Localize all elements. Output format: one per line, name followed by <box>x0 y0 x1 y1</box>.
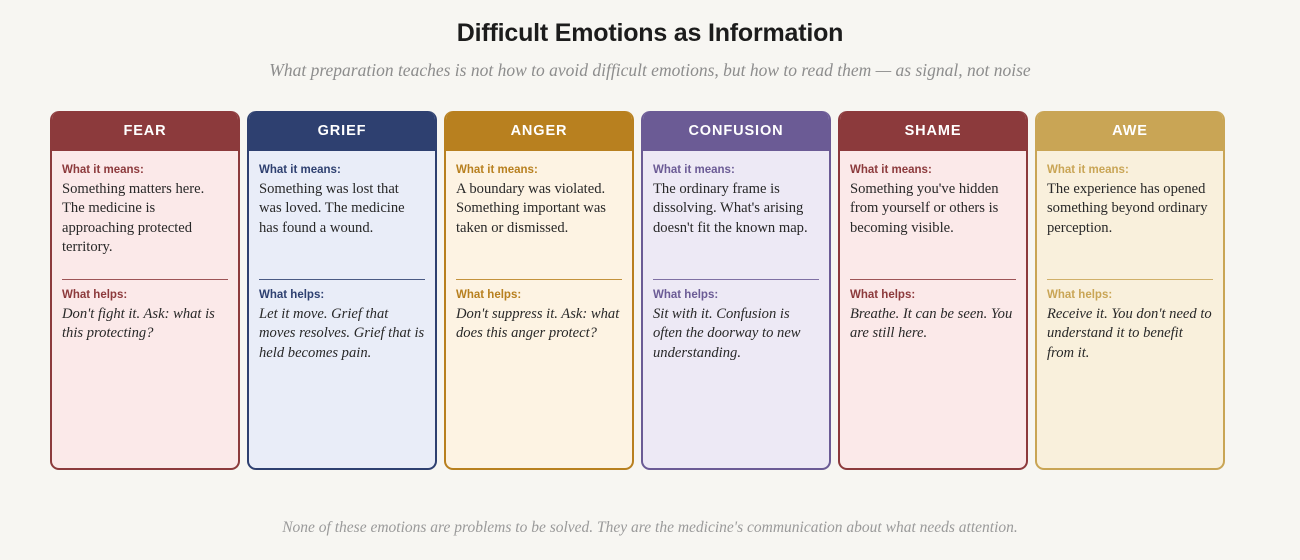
section-divider <box>456 279 622 280</box>
means-block: What it means: Something matters here. T… <box>62 163 228 279</box>
helps-block: What helps: Receive it. You don't need t… <box>1047 288 1213 363</box>
emotion-card-grief: GRIEF What it means: Something was lost … <box>247 111 437 470</box>
card-body: What it means: Something matters here. T… <box>52 151 238 468</box>
emotion-card-awe: AWE What it means: The experience has op… <box>1035 111 1225 470</box>
emotion-card-fear: FEAR What it means: Something matters he… <box>50 111 240 470</box>
footer: None of these emotions are problems to b… <box>0 518 1300 538</box>
emotion-card-shame: SHAME What it means: Something you've hi… <box>838 111 1028 470</box>
means-label: What it means: <box>653 164 735 176</box>
card-header: SHAME <box>840 111 1026 151</box>
means-block: What it means: A boundary was violated. … <box>456 163 622 279</box>
card-title: AWE <box>1112 123 1148 139</box>
section-divider <box>850 279 1016 280</box>
means-block: What it means: Something was lost that w… <box>259 163 425 279</box>
means-block: What it means: The ordinary frame is dis… <box>653 163 819 279</box>
helps-text: Receive it. You don't need to understand… <box>1047 306 1212 361</box>
card-body: What it means: A boundary was violated. … <box>446 151 632 468</box>
card-title: GRIEF <box>317 123 367 139</box>
means-block: What it means: The experience has opened… <box>1047 163 1213 279</box>
helps-block: What helps: Don't fight it. Ask: what is… <box>62 288 228 344</box>
card-body: What it means: The experience has opened… <box>1037 151 1223 468</box>
card-body: What it means: Something was lost that w… <box>249 151 435 468</box>
helps-label: What helps: <box>850 289 916 301</box>
section-divider <box>1047 279 1213 280</box>
card-title: CONFUSION <box>688 123 784 139</box>
card-header: CONFUSION <box>643 111 829 151</box>
means-label: What it means: <box>850 164 932 176</box>
card-body: What it means: The ordinary frame is dis… <box>643 151 829 468</box>
card-header: FEAR <box>52 111 238 151</box>
card-title: ANGER <box>510 123 568 139</box>
helps-label: What helps: <box>1047 289 1113 301</box>
helps-label: What helps: <box>456 289 522 301</box>
emotion-card-confusion: CONFUSION What it means: The ordinary fr… <box>641 111 831 470</box>
section-divider <box>62 279 228 280</box>
means-label: What it means: <box>259 164 341 176</box>
means-label: What it means: <box>456 164 538 176</box>
means-text: Something was lost that was loved. The m… <box>259 181 405 236</box>
footer-text: None of these emotions are problems to b… <box>282 519 1018 536</box>
means-text: Something you've hidden from yourself or… <box>850 181 999 236</box>
helps-label: What helps: <box>653 289 719 301</box>
card-header: AWE <box>1037 111 1223 151</box>
helps-block: What helps: Let it move. Grief that move… <box>259 288 425 363</box>
helps-text: Sit with it. Confusion is often the door… <box>653 306 801 361</box>
helps-text: Don't fight it. Ask: what is this protec… <box>62 306 215 342</box>
section-divider <box>653 279 819 280</box>
card-body: What it means: Something you've hidden f… <box>840 151 1026 468</box>
means-text: Something matters here. The medicine is … <box>62 181 205 255</box>
helps-text: Breathe. It can be seen. You are still h… <box>850 306 1013 342</box>
means-label: What it means: <box>1047 164 1129 176</box>
helps-block: What helps: Breathe. It can be seen. You… <box>850 288 1016 344</box>
means-block: What it means: Something you've hidden f… <box>850 163 1016 279</box>
card-title: SHAME <box>904 123 962 139</box>
means-text: The experience has opened something beyo… <box>1047 181 1208 236</box>
helps-block: What helps: Don't suppress it. Ask: what… <box>456 288 622 344</box>
helps-text: Don't suppress it. Ask: what does this a… <box>456 306 620 342</box>
means-label: What it means: <box>62 164 144 176</box>
helps-text: Let it move. Grief that moves resolves. … <box>259 306 425 361</box>
helps-label: What helps: <box>259 289 325 301</box>
card-title: FEAR <box>123 123 167 139</box>
page-subtitle: What preparation teaches is not how to a… <box>269 60 1031 80</box>
section-divider <box>259 279 425 280</box>
emotion-card-row: FEAR What it means: Something matters he… <box>50 111 1250 470</box>
means-text: A boundary was violated. Something impor… <box>456 181 606 236</box>
helps-label: What helps: <box>62 289 128 301</box>
helps-block: What helps: Sit with it. Confusion is of… <box>653 288 819 363</box>
means-text: The ordinary frame is dissolving. What's… <box>653 181 808 236</box>
card-header: ANGER <box>446 111 632 151</box>
card-header: GRIEF <box>249 111 435 151</box>
header: Difficult Emotions as Information What p… <box>0 0 1300 81</box>
emotion-card-anger: ANGER What it means: A boundary was viol… <box>444 111 634 470</box>
page-title: Difficult Emotions as Information <box>456 19 844 47</box>
